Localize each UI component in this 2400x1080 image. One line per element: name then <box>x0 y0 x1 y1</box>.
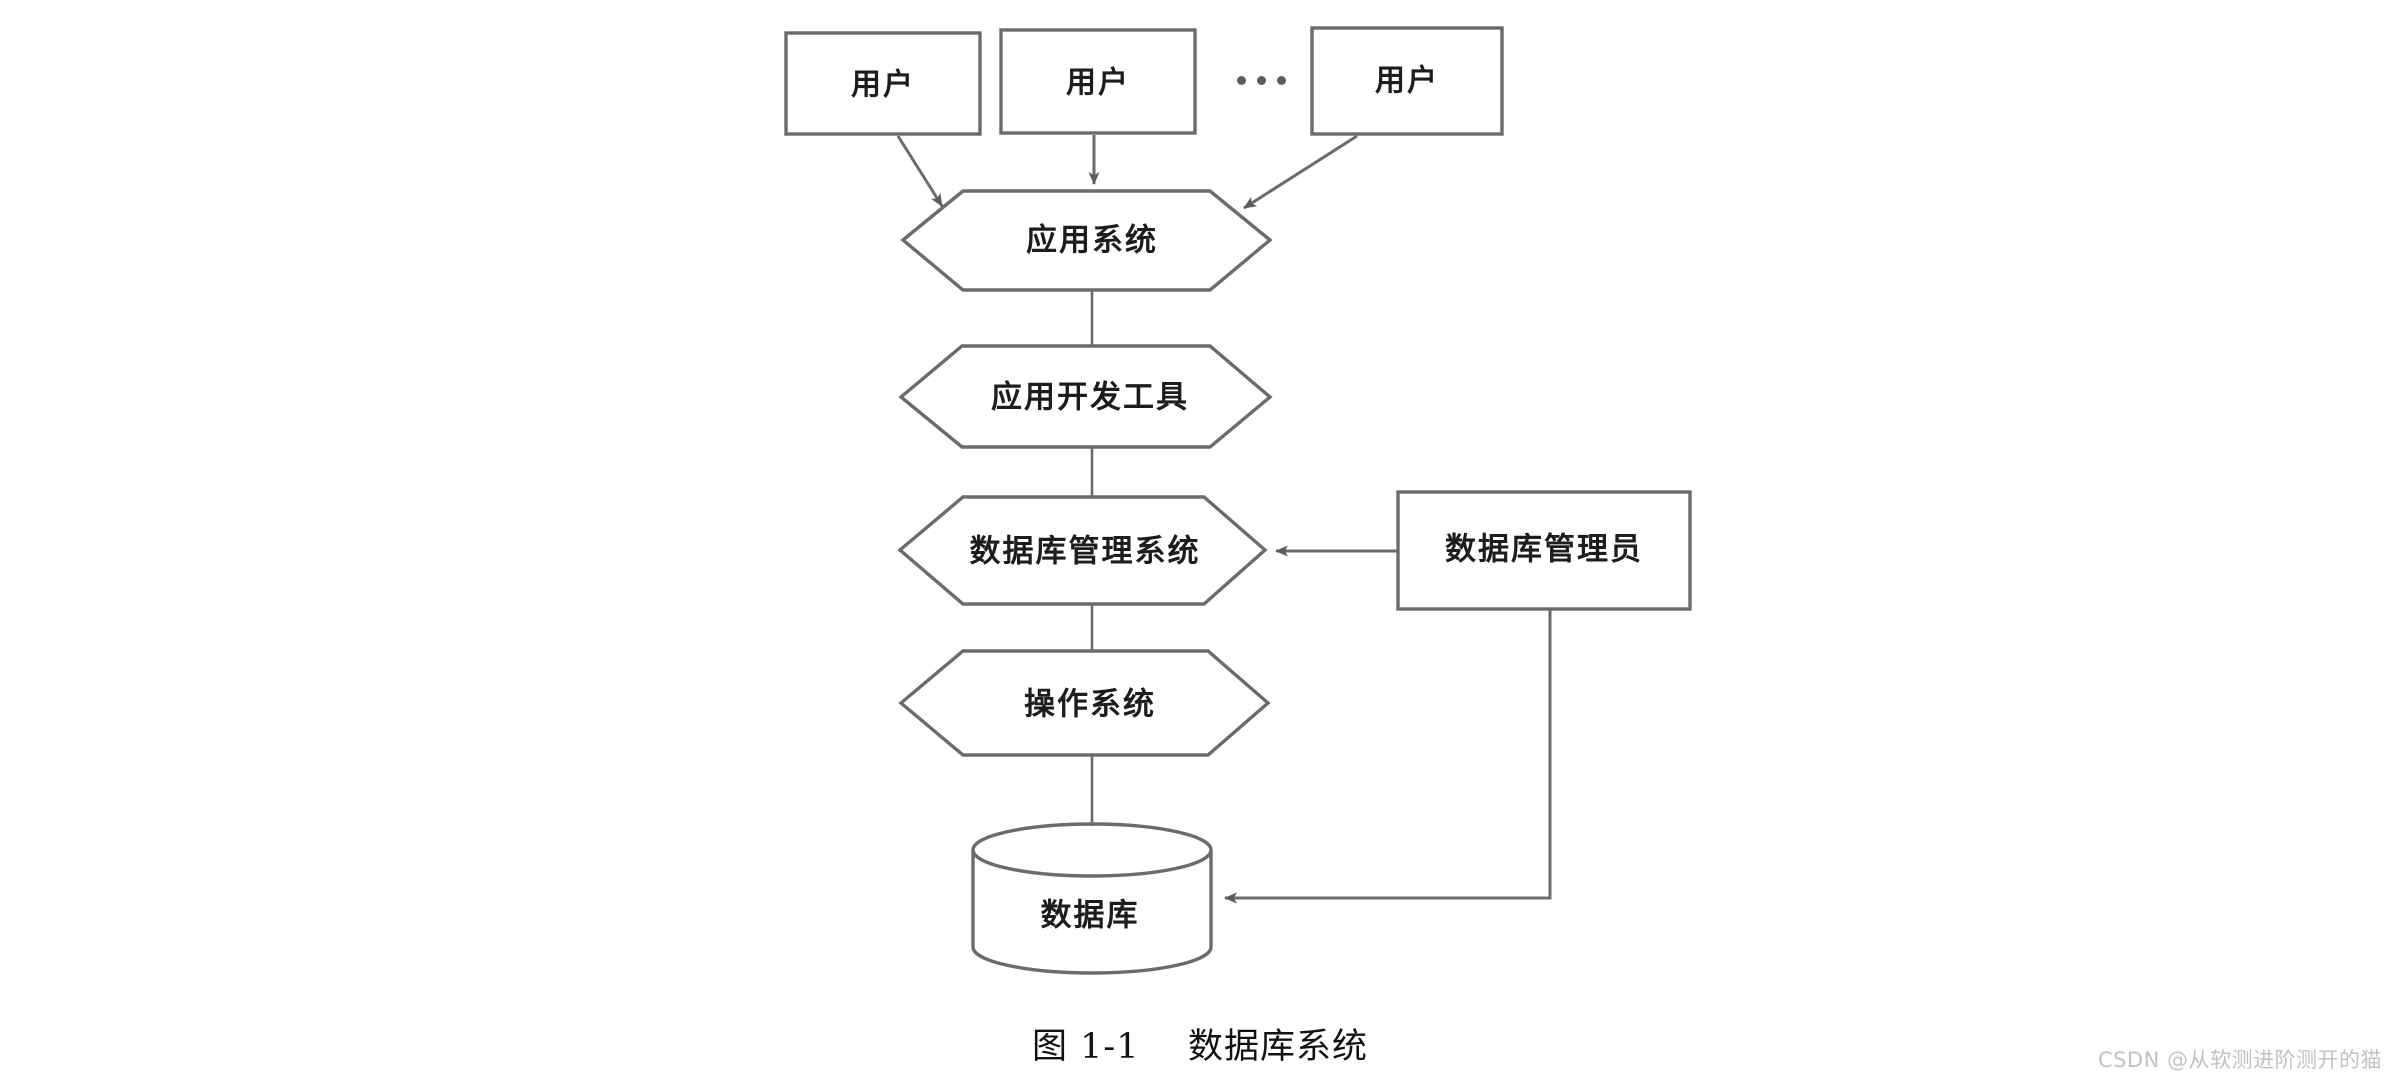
node-application-system <box>900 189 1273 292</box>
node-operating-system <box>898 649 1271 757</box>
node-user-3 <box>1310 26 1504 136</box>
node-user-2 <box>999 28 1197 135</box>
node-application-system-label: 应用系统 <box>1026 223 1158 259</box>
node-dba-label: 数据库管理员 <box>1445 532 1643 568</box>
node-user-1 <box>784 31 982 136</box>
node-dbms <box>897 495 1268 606</box>
watermark-text: CSDN @从软测进阶测开的猫 <box>2097 1048 2382 1072</box>
node-application-dev-tools <box>898 344 1273 449</box>
node-database-label: 数据库 <box>1041 898 1140 934</box>
ellipsis-icon <box>1237 76 1286 85</box>
node-user-1-label: 用户 <box>851 68 915 103</box>
node-application-dev-tools-label: 应用开发工具 <box>991 380 1189 416</box>
figure-caption: 图 1-1 数据库系统 <box>1032 1027 1368 1067</box>
node-dbms-label: 数据库管理系统 <box>970 534 1201 570</box>
node-operating-system-label: 操作系统 <box>1024 687 1156 723</box>
node-dba <box>1396 490 1692 611</box>
edge-user1-to-application-system <box>896 135 944 207</box>
edge-dba-to-database <box>1224 609 1552 904</box>
edge-user3-to-application-system <box>1243 134 1358 210</box>
node-user-2-label: 用户 <box>1066 66 1130 101</box>
node-user-3-label: 用户 <box>1375 64 1439 99</box>
